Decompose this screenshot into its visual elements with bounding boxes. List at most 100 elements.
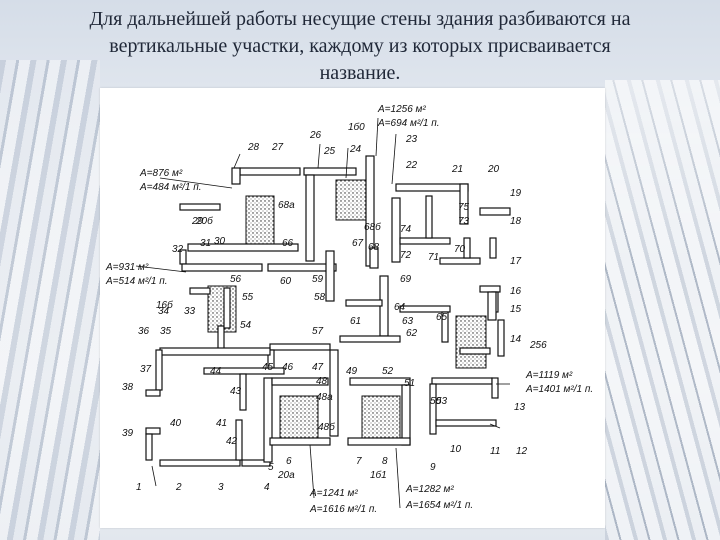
segment-label: 64 [394,302,406,313]
segment-label: 72 [400,250,412,261]
segment-label: 2 [175,482,182,493]
segment-label: 43 [230,386,242,397]
wall-segments [145,155,511,467]
segment-label: 9 [430,462,436,473]
area-label: А=1282 м² [405,484,454,495]
area-label: А=876 м² [139,168,183,179]
area-label: А=1241 м² [309,488,358,499]
heading-line-3: название. [319,62,401,84]
segment-label: 17 [510,256,522,267]
segment-label: 58 [314,292,326,303]
segment-label: 14 [510,334,522,345]
segment-label: 48б [318,421,335,433]
leader-lines [135,117,510,509]
segment-label: 256 [529,340,547,351]
segment-label: 70 [454,244,466,255]
segment-label: 1 [136,482,142,493]
segment-label: 35 [160,326,172,337]
segment-label: 6 [286,456,292,467]
segment-label: 23 [405,134,418,145]
segment-label: 48а [316,392,333,403]
segment-label: 44 [210,366,222,377]
area-label: А=1119 м² [525,370,573,381]
segment-label: 51 [404,378,415,389]
segment-label: 73 [458,216,470,227]
segment-label: 13 [514,402,526,413]
background-decoration-right [605,80,720,540]
segment-label: 33 [184,306,196,317]
segment-label: 57 [312,326,324,337]
segment-label: 29 [191,216,204,227]
segment-label: 45 [262,362,274,373]
segment-label: 10 [450,444,462,455]
segment-label: 68б [364,221,381,233]
segment-label: 68а [278,200,295,211]
segment-label: 49 [346,366,358,377]
hatched-block [279,395,319,439]
segment-label: 25 [323,146,336,157]
segment-label: 1б0 [348,121,365,133]
area-label: А=484 м²/1 п. [139,182,202,193]
segment-label: 20а [277,470,295,481]
area-annotations: А=1256 м² А=694 м²/1 п. А=876 м² А=484 м… [105,104,593,515]
area-label: А=1616 м²/1 п. [309,504,377,515]
background-decoration-left [0,60,100,540]
segment-label: 4 [264,482,270,493]
segment-label: 61 [350,316,361,327]
hatched-block [245,195,275,245]
segment-label: 68 [368,242,380,253]
segment-label: 50 [430,396,442,407]
segment-label: 71 [428,252,439,263]
segment-label: 40 [170,418,182,429]
segment-label: 5 [268,462,274,473]
segment-label: 8 [382,456,388,467]
segment-label: 26 [309,130,322,141]
segment-label: 3 [218,482,224,493]
segment-label: 1б1 [370,469,387,481]
area-label: А=931 м² [105,262,149,273]
segment-label: 16 [510,286,522,297]
segment-label: 56 [230,274,242,285]
segment-label: 24 [349,144,362,155]
segment-label: 27 [271,142,284,153]
segment-label: 63 [402,316,414,327]
segment-label: 31 [200,238,211,249]
segment-label: 37 [140,364,152,375]
segment-label: 42 [226,436,238,447]
segment-label: 48 [316,376,328,387]
floor-plan-drawing: А=1256 м² А=694 м²/1 п. А=876 м² А=484 м… [100,88,605,528]
heading-line-2: вертикальные участки, каждому из которых… [109,35,611,57]
area-label: А=514 м²/1 п. [105,276,168,287]
segment-label: 39 [122,428,134,439]
segment-label: 59 [312,274,324,285]
segment-label: 67 [352,238,364,249]
segment-label: 55 [242,292,254,303]
segment-label: 52 [382,366,394,377]
hatched-block [335,179,367,221]
segment-labels: 28 27 26 25 24 23 22 21 20 19 18 17 16 1… [122,121,547,493]
segment-label: 21 [451,164,463,175]
segment-label: 75 [458,202,470,213]
segment-label: 28 [247,142,260,153]
area-label: А=1654 м²/1 п. [405,500,473,511]
segment-label: 65 [436,312,448,323]
area-label: А=1401 м²/1 п. [525,384,593,395]
segment-label: 11 [490,446,500,457]
floor-plan-svg: А=1256 м² А=694 м²/1 п. А=876 м² А=484 м… [105,104,593,515]
segment-label: 30 [214,236,226,247]
segment-label: 18 [510,216,522,227]
segment-label: 7 [356,456,362,467]
segment-label: 41 [216,418,227,429]
segment-label: 22 [405,160,418,171]
segment-label: 19 [510,188,522,199]
hatched-block [455,315,487,369]
hatched-areas [207,179,487,439]
segment-label: 46 [282,362,294,373]
segment-label: 53 [436,396,448,407]
area-label: А=694 м²/1 п. [377,118,440,129]
heading-line-1: Для дальнейшей работы несущие стены здан… [89,8,631,30]
segment-label: 36 [138,326,150,337]
segment-label: 74 [400,224,412,235]
segment-label: 15 [510,304,522,315]
segment-label: 60 [280,276,292,287]
